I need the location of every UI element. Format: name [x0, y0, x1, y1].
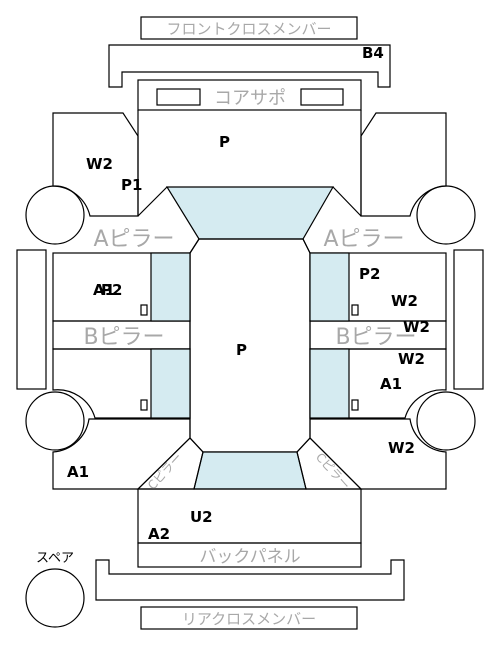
rear-left-door[interactable] — [52, 348, 191, 419]
rear-right-door-glass[interactable] — [309, 348, 350, 419]
front-cross-member-label: フロントクロスメンバー — [166, 20, 331, 38]
rear-left-wheel[interactable] — [25, 391, 85, 451]
mark-front-left-fender-p1: P1 — [121, 176, 142, 194]
rear-window[interactable] — [193, 451, 307, 490]
mark-b4: B4 — [362, 44, 384, 62]
mark-rear-right-door-w2: W2 — [398, 350, 425, 368]
mark-hood-p: P — [219, 133, 230, 151]
c-pillar-right-label: Cピラー — [313, 450, 353, 492]
rear-left-door-glass[interactable] — [150, 348, 191, 419]
front-right-door-handle — [351, 304, 359, 316]
a-pillar-right-label: Aピラー — [323, 227, 404, 252]
trunk-lid[interactable] — [137, 488, 362, 544]
front-right-fender[interactable] — [360, 112, 447, 217]
mark-rear-right-door-a1: A1 — [380, 375, 402, 393]
mark-front-left-door-p2: P2 — [101, 281, 122, 299]
front-left-door-handle — [140, 304, 148, 316]
rear-cross-member-box[interactable] — [140, 606, 358, 630]
mark-front-left-fender-w2: W2 — [86, 155, 113, 173]
core-support-label: コアサポ — [214, 88, 286, 109]
left-side-sill[interactable] — [16, 249, 47, 390]
core-support-right-bar — [300, 88, 344, 106]
windshield[interactable] — [165, 186, 335, 240]
c-pillar-left-label: Cピラー — [145, 450, 185, 492]
mark-rear-left-fender-a1: A1 — [67, 463, 89, 481]
mark-front-right-door-p2: P2 — [359, 265, 380, 283]
front-left-wheel[interactable] — [25, 185, 85, 245]
rear-right-door[interactable] — [309, 348, 447, 419]
spare-tire[interactable] — [25, 568, 85, 628]
hood-panel[interactable] — [137, 79, 362, 111]
b-pillar-left-label: Bピラー — [83, 325, 164, 350]
b-pillar-right-label: Bピラー — [335, 325, 416, 350]
back-panel-label: バックパネル — [199, 547, 300, 567]
front-right-wheel[interactable] — [416, 185, 476, 245]
front-cross-member-box[interactable] — [140, 16, 358, 40]
rear-bumper[interactable] — [95, 559, 405, 601]
spare-label: スペア — [36, 551, 74, 566]
rear-left-door-handle — [140, 399, 148, 411]
rear-cross-member-label: リアクロスメンバー — [182, 610, 316, 628]
mark-rear-right-fender-w2: W2 — [388, 439, 415, 457]
mark-front-left-door-a1: A1 — [93, 281, 115, 299]
mark-trunk-a2: A2 — [148, 525, 170, 543]
rear-right-door-handle — [351, 399, 359, 411]
front-bumper[interactable] — [108, 44, 391, 88]
mark-front-right-door-w2: W2 — [391, 292, 418, 310]
a-pillar-left-label: Aピラー — [93, 227, 174, 252]
front-right-door-glass[interactable] — [309, 252, 350, 322]
right-side-sill[interactable] — [453, 249, 484, 390]
mark-roof-p: P — [236, 341, 247, 359]
back-panel-box[interactable] — [137, 542, 362, 568]
mark-trunk-u2: U2 — [190, 508, 213, 526]
front-left-door-glass[interactable] — [150, 252, 191, 322]
roof-panel[interactable] — [189, 238, 311, 453]
core-support-left-bar — [156, 88, 201, 106]
mark-right-b-pillar-w2: W2 — [403, 318, 430, 336]
rear-right-wheel[interactable] — [416, 391, 476, 451]
